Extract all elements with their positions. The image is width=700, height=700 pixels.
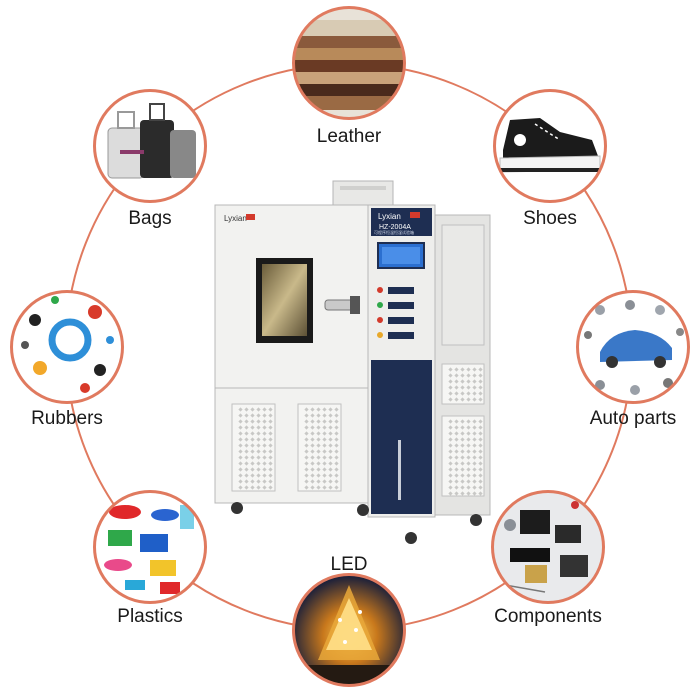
leather-node[interactable]	[290, 5, 410, 125]
rubbers-node[interactable]	[7, 287, 127, 407]
rubber-seal-icon	[12, 292, 122, 402]
label-components: Components	[494, 606, 602, 627]
christmas-tree-icon	[294, 575, 404, 685]
auto-parts-node[interactable]	[573, 287, 693, 407]
test-chamber: Lyxian Lyxian HZ-2004A 可程序恒温恒湿试验箱	[214, 180, 491, 544]
components-node[interactable]	[488, 487, 608, 607]
label-leather: Leather	[316, 126, 382, 147]
car-parts-icon	[578, 292, 688, 402]
label-auto-parts: Auto parts	[589, 408, 677, 429]
plastics-node[interactable]	[90, 487, 210, 607]
machine-brand-left: Lyxian	[224, 214, 255, 223]
bags-node[interactable]	[90, 86, 210, 206]
led-node[interactable]	[290, 570, 410, 690]
leather-swatch-icon	[294, 8, 404, 118]
label-plastics: Plastics	[117, 606, 183, 627]
suitcase-icon	[95, 91, 205, 201]
label-shoes: Shoes	[523, 208, 577, 229]
plastic-ware-icon	[95, 492, 205, 602]
label-bags: Bags	[128, 208, 172, 229]
label-rubbers: Rubbers	[31, 408, 103, 429]
sneaker-icon	[495, 91, 605, 201]
svg-text:Lyxian: Lyxian	[224, 214, 247, 223]
machine-subtitle: 可程序恒温恒湿试验箱	[374, 229, 414, 235]
machine-model: HZ-2004A	[379, 224, 411, 231]
machine-brand-panel: Lyxian	[378, 212, 401, 221]
control-buttons	[377, 287, 414, 339]
label-led: LED	[330, 554, 368, 575]
shoes-node[interactable]	[490, 86, 610, 206]
chip-icon	[493, 492, 603, 602]
casters	[231, 502, 482, 544]
grille-pattern	[238, 367, 483, 496]
